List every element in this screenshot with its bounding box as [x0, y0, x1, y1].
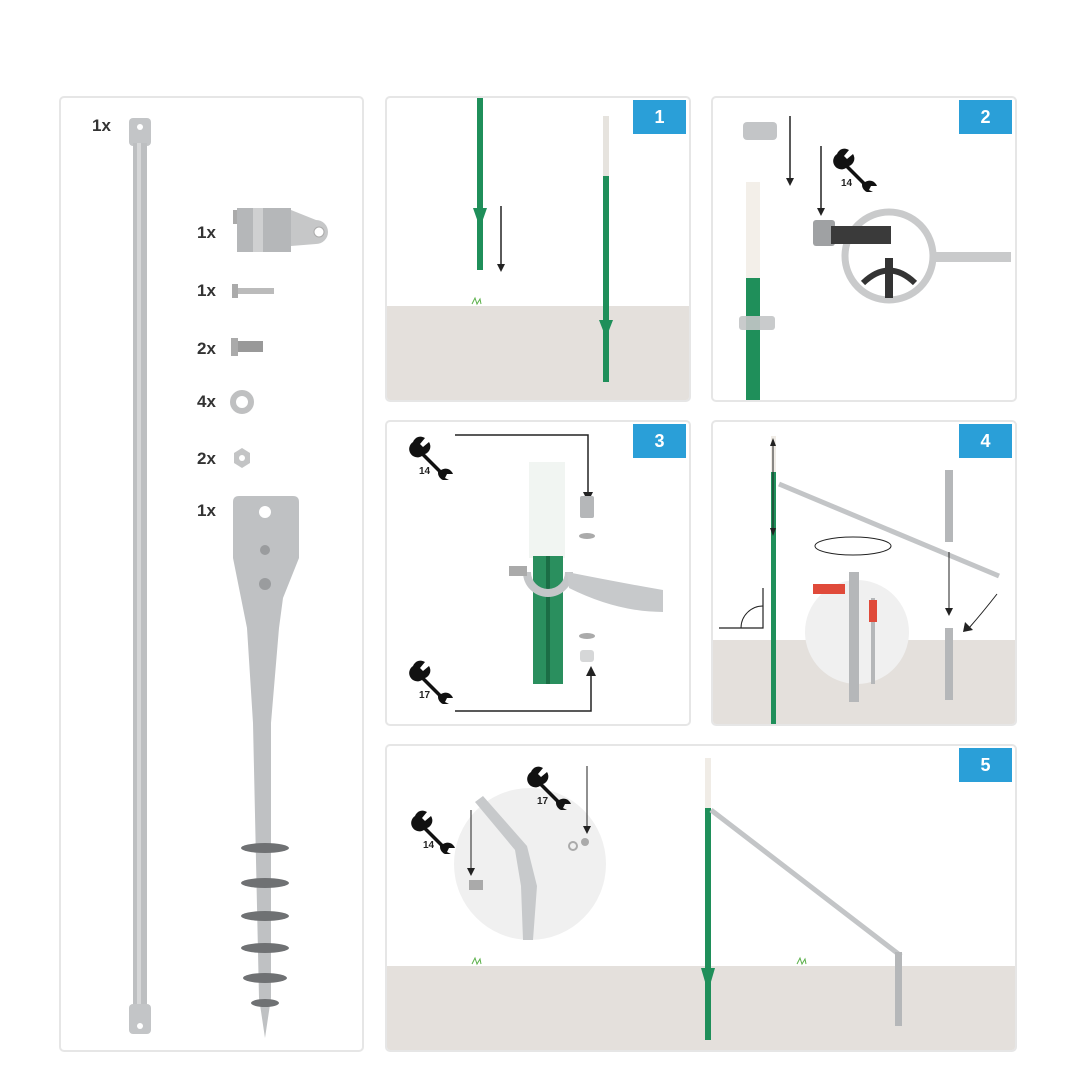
step-number-badge: 2: [959, 100, 1012, 134]
part-quantity: 1x: [197, 501, 216, 520]
step-4-panel: 4: [711, 420, 1017, 726]
part-quantity: 1x: [197, 281, 216, 300]
washer: [230, 390, 254, 414]
wrench-icon: [833, 146, 879, 192]
step-2-panel: 14 2: [711, 96, 1017, 402]
step-5-panel: 14 17 5: [385, 744, 1017, 1052]
brace-rod: [129, 118, 151, 1034]
wrench-size-label: 17: [537, 796, 549, 807]
wrench-size-label: 14: [423, 840, 435, 851]
post-clamp: [233, 208, 328, 252]
part-quantity: 1x: [197, 223, 216, 242]
part-quantity: 2x: [197, 339, 216, 358]
ground-screw-anchor: [233, 496, 299, 1038]
step-4-illustration: [713, 436, 1015, 724]
part-quantity: 4x: [197, 392, 216, 411]
wrench-icon: [527, 764, 573, 810]
step-2-illustration: [739, 116, 1011, 400]
short-bolt: [231, 338, 263, 356]
step-3-illustration: [455, 434, 663, 712]
step-number-badge: 3: [633, 424, 686, 458]
step-number-badge: 4: [959, 424, 1012, 458]
step-number-badge: 1: [633, 100, 686, 134]
part-quantity: 2x: [197, 449, 216, 468]
long-bolt: [232, 284, 274, 298]
wrench-icon: [409, 434, 455, 480]
wrench-size-label: 17: [419, 690, 431, 701]
step-5-illustration: [387, 758, 1015, 1050]
part-quantity: 1x: [92, 116, 111, 135]
wrench-icon: [409, 658, 455, 704]
parts-list-panel: 1x 1x 1x 2x 4x 2x 1x: [59, 96, 364, 1052]
wrench-size-label: 14: [419, 466, 431, 477]
step-3-panel: 14 17 3: [385, 420, 691, 726]
parts-illustration: [129, 118, 328, 1038]
step-1-illustration: [387, 98, 689, 400]
wrench-size-label: 14: [841, 178, 853, 189]
step-number-badge: 5: [959, 748, 1012, 782]
step-1-panel: 1: [385, 96, 691, 402]
